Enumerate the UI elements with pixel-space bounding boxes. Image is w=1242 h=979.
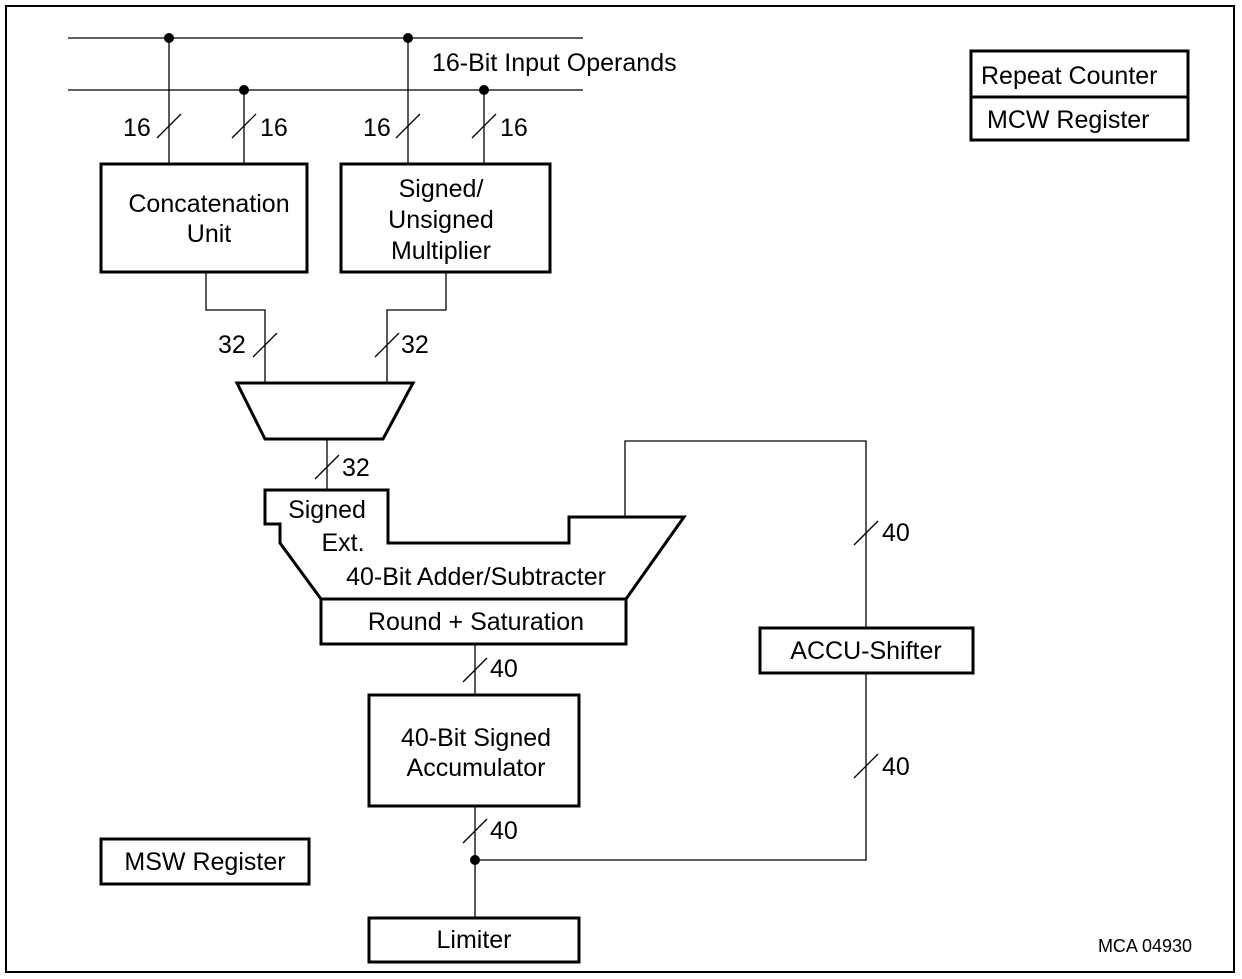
bus-width-slash (853, 520, 879, 546)
mult-in-right-width: 16 (500, 114, 528, 142)
bus-width-slash (471, 113, 497, 139)
accu-shifter-label: ACCU-Shifter (790, 637, 941, 665)
concat-in-right-width: 16 (260, 114, 288, 142)
adder-subtracter (263, 488, 687, 601)
concatenation-unit-label-1: Concatenation (128, 190, 289, 218)
adder-out-width: 40 (490, 655, 518, 683)
mcw-register: MCW Register (987, 106, 1150, 134)
bus-width-slash (395, 113, 421, 139)
adder-label-signed: Signed (288, 496, 366, 524)
msw-register (99, 837, 311, 886)
junction-dot (479, 85, 489, 95)
mux-out-width: 32 (342, 454, 370, 482)
accumulator-out-width: 40 (490, 817, 518, 845)
concat-out-width: 32 (218, 331, 246, 359)
limiter-label: Limiter (436, 926, 511, 954)
junction-dot (403, 33, 413, 43)
limiter (367, 916, 581, 964)
repeat-counter: Repeat Counter (981, 62, 1158, 90)
multiplier-label-1: Signed/ (399, 175, 484, 203)
feedback-lower-wire (475, 673, 867, 861)
msw-register-label: MSW Register (124, 848, 285, 876)
bus-width-slash (374, 332, 400, 358)
feedback-upper-width: 40 (882, 519, 910, 547)
concat-out-wire (205, 272, 266, 383)
concat-in-left-width: 16 (123, 114, 151, 142)
accu-shifter (758, 626, 975, 675)
adder-label-main: 40-Bit Adder/Subtracter (346, 563, 606, 591)
figure-frame (5, 5, 1235, 973)
accumulator-label-1: 40-Bit Signed (401, 724, 551, 752)
feedback-upper-wire (624, 440, 867, 628)
mult-out-wire (386, 272, 447, 383)
junction-dot (239, 85, 249, 95)
accumulator (367, 693, 581, 808)
bus-width-slash (462, 657, 488, 683)
bus-width-slash (853, 753, 879, 779)
bus-width-slash (314, 454, 340, 480)
round-saturation-label: Round + Saturation (368, 608, 584, 636)
adder-label-ext: Ext. (321, 529, 364, 557)
bus-width-slash (156, 113, 182, 139)
mult-in-left-width: 16 (363, 114, 391, 142)
concatenation-unit (99, 162, 309, 274)
feedback-lower-width: 40 (882, 753, 910, 781)
multiplier (339, 162, 552, 274)
multiplier-label-3: Multiplier (391, 237, 491, 265)
multiplexer (234, 381, 416, 441)
figure-id: MCA 04930 (1098, 936, 1192, 956)
concatenation-unit-label-2: Unit (187, 220, 232, 248)
mult-out-width: 32 (401, 331, 429, 359)
accumulator-label-2: Accumulator (407, 754, 546, 782)
multiplier-label-2: Unsigned (388, 206, 494, 234)
junction-dot (470, 855, 480, 865)
bus-width-slash (231, 113, 257, 139)
bus-width-slash (252, 332, 278, 358)
junction-dot (164, 33, 174, 43)
bus-width-slash (462, 818, 488, 844)
round-saturation (319, 597, 628, 646)
input-bus-label: 16-Bit Input Operands (432, 49, 677, 77)
